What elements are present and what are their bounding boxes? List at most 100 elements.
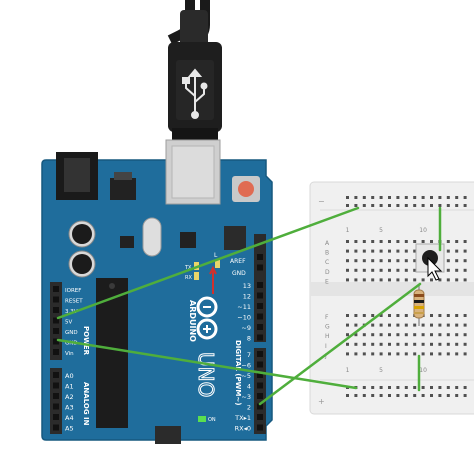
breadboard-hole[interactable] (430, 352, 433, 356)
breadboard-hole[interactable] (346, 342, 349, 346)
breadboard-hole[interactable] (388, 196, 391, 199)
breadboard-hole[interactable] (463, 342, 467, 346)
breadboard-hole[interactable] (396, 314, 400, 317)
breadboard-hole[interactable] (396, 333, 400, 337)
header-pin[interactable] (53, 424, 59, 431)
breadboard-hole[interactable] (354, 314, 358, 317)
breadboard-hole[interactable] (346, 259, 349, 263)
breadboard-hole[interactable] (446, 342, 450, 346)
breadboard-hole[interactable] (463, 268, 467, 272)
breadboard-hole[interactable] (404, 249, 408, 253)
breadboard-hole[interactable] (371, 240, 375, 243)
breadboard-hole[interactable] (371, 204, 375, 207)
breadboard-hole[interactable] (421, 323, 425, 327)
breadboard-hole[interactable] (379, 259, 383, 263)
breadboard-hole[interactable] (413, 342, 417, 346)
breadboard-hole[interactable] (354, 240, 358, 243)
breadboard-hole[interactable] (430, 204, 433, 207)
reset-button[interactable] (232, 176, 260, 202)
breadboard-hole[interactable] (463, 240, 467, 243)
breadboard-hole[interactable] (421, 342, 425, 346)
breadboard-hole[interactable] (438, 323, 442, 327)
header-pin[interactable] (53, 338, 59, 345)
breadboard-hole[interactable] (379, 204, 383, 207)
breadboard-hole[interactable] (404, 204, 408, 207)
breadboard-hole[interactable] (346, 204, 349, 207)
usb-cable[interactable] (167, 0, 222, 140)
breadboard-hole[interactable] (354, 196, 358, 199)
header-pin[interactable] (257, 334, 263, 341)
breadboard-hole[interactable] (362, 352, 366, 356)
breadboard-hole[interactable] (362, 204, 366, 207)
breadboard-hole[interactable] (379, 314, 383, 317)
breadboard-hole[interactable] (463, 323, 467, 327)
breadboard-hole[interactable] (413, 196, 417, 199)
breadboard-hole[interactable] (404, 342, 408, 346)
breadboard-hole[interactable] (438, 278, 442, 282)
breadboard-hole[interactable] (404, 323, 408, 327)
header-pin[interactable] (53, 393, 59, 399)
breadboard-hole[interactable] (404, 278, 408, 282)
header-pin[interactable] (257, 292, 263, 299)
breadboard-hole[interactable] (379, 323, 383, 327)
breadboard-hole[interactable] (463, 352, 467, 356)
breadboard-hole[interactable] (421, 204, 425, 207)
breadboard-hole[interactable] (455, 249, 459, 253)
breadboard-hole[interactable] (413, 259, 417, 263)
header-pin[interactable] (257, 424, 263, 431)
breadboard-hole[interactable] (371, 333, 375, 337)
breadboard-hole[interactable] (371, 249, 375, 253)
breadboard-hole[interactable] (438, 196, 442, 199)
breadboard-hole[interactable] (362, 196, 366, 199)
breadboard-hole[interactable] (446, 394, 450, 397)
breadboard-hole[interactable] (404, 352, 408, 356)
header-pin[interactable] (53, 286, 59, 292)
breadboard-hole[interactable] (346, 278, 349, 282)
breadboard-hole[interactable] (362, 259, 366, 263)
breadboard-hole[interactable] (430, 333, 433, 337)
breadboard-hole[interactable] (463, 249, 467, 253)
breadboard-hole[interactable] (413, 394, 417, 397)
breadboard-hole[interactable] (421, 278, 425, 282)
header-pin[interactable] (53, 414, 59, 420)
breadboard-hole[interactable] (388, 259, 391, 263)
header-pin[interactable] (257, 282, 263, 288)
breadboard-hole[interactable] (413, 323, 417, 327)
header-pin[interactable] (53, 328, 59, 334)
breadboard-hole[interactable] (346, 268, 349, 272)
breadboard-hole[interactable] (371, 394, 375, 397)
breadboard-hole[interactable] (388, 240, 391, 243)
breadboard-hole[interactable] (388, 386, 391, 389)
breadboard-hole[interactable] (455, 386, 459, 389)
breadboard-hole[interactable] (379, 333, 383, 337)
breadboard-hole[interactable] (446, 196, 450, 199)
breadboard-hole[interactable] (371, 352, 375, 356)
breadboard-hole[interactable] (354, 204, 358, 207)
breadboard-hole[interactable] (396, 249, 400, 253)
breadboard-hole[interactable] (438, 333, 442, 337)
breadboard-hole[interactable] (404, 259, 408, 263)
breadboard-hole[interactable] (354, 249, 358, 253)
breadboard-hole[interactable] (438, 386, 442, 389)
breadboard-hole[interactable] (388, 314, 391, 317)
breadboard-hole[interactable] (388, 342, 391, 346)
breadboard-hole[interactable] (371, 386, 375, 389)
breadboard-hole[interactable] (354, 352, 358, 356)
wire-pin2-to-resistor[interactable] (258, 282, 422, 406)
header-pin[interactable] (53, 382, 59, 389)
breadboard-hole[interactable] (413, 240, 417, 243)
header-pin[interactable] (257, 403, 263, 410)
header-pin[interactable] (53, 403, 59, 410)
breadboard-hole[interactable] (421, 352, 425, 356)
breadboard-hole[interactable] (388, 352, 391, 356)
header-pin[interactable] (257, 303, 263, 309)
breadboard-hole[interactable] (371, 323, 375, 327)
breadboard-hole[interactable] (362, 240, 366, 243)
breadboard-hole[interactable] (346, 394, 349, 397)
breadboard-hole[interactable] (438, 352, 442, 356)
breadboard-hole[interactable] (388, 333, 391, 337)
breadboard-hole[interactable] (354, 278, 358, 282)
breadboard-hole[interactable] (388, 278, 391, 282)
breadboard-hole[interactable] (446, 204, 450, 207)
